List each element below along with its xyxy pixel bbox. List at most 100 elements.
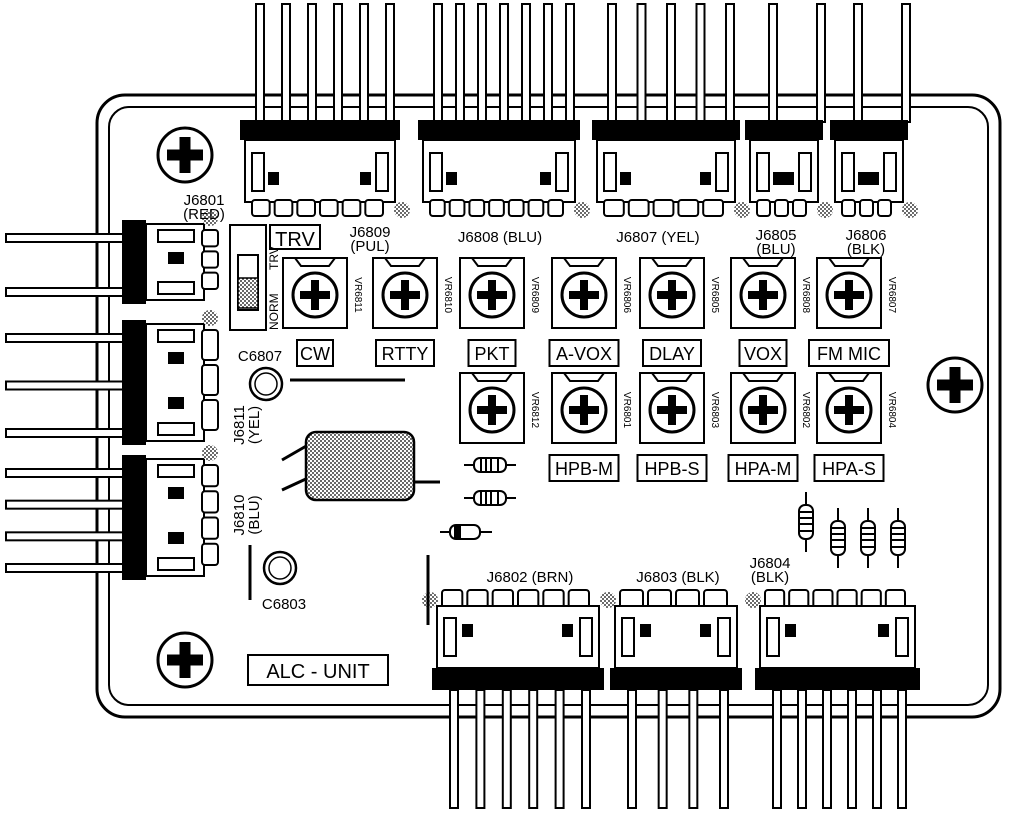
j6801-color: (RED) bbox=[183, 206, 225, 223]
j6810-color: (BLU) bbox=[246, 495, 263, 534]
pot-label-box bbox=[296, 339, 334, 367]
j6804-label: J6804 bbox=[750, 555, 791, 572]
pin bbox=[822, 689, 832, 809]
pin bbox=[872, 689, 882, 809]
pin bbox=[5, 563, 125, 573]
pot-function-label: HPA-M bbox=[735, 459, 792, 479]
connector-bottom-1 bbox=[600, 589, 742, 809]
j6811-color: (YEL) bbox=[246, 406, 263, 444]
trimmer-pot-icon[interactable] bbox=[550, 371, 618, 445]
pin bbox=[897, 689, 907, 809]
pot-ref-label: VR6801 bbox=[621, 392, 632, 429]
connector-left-1 bbox=[5, 310, 219, 445]
pin bbox=[768, 3, 778, 123]
trimmer-pot-icon[interactable] bbox=[281, 256, 349, 330]
j6810-label: J6810 bbox=[231, 495, 248, 536]
pin bbox=[333, 3, 343, 123]
relay-component bbox=[281, 430, 440, 502]
j6804-color: (BLK) bbox=[751, 569, 789, 586]
pot-ref-label: VR6811 bbox=[352, 277, 363, 313]
connector-left-2 bbox=[5, 445, 219, 580]
trimmer-pot-icon[interactable] bbox=[458, 371, 526, 445]
j6806-color: (BLK) bbox=[847, 241, 885, 258]
pin bbox=[281, 3, 291, 123]
pin bbox=[725, 3, 735, 123]
j6805-color: (BLU) bbox=[756, 241, 795, 258]
pin bbox=[521, 3, 531, 123]
trimmer-pot-icon[interactable] bbox=[638, 371, 706, 445]
pot-function-label: HPB-M bbox=[555, 459, 613, 479]
pot-ref-label: VR6802 bbox=[800, 392, 811, 429]
mounting-screw-icon bbox=[926, 356, 984, 414]
pot-ref-label: VR6809 bbox=[529, 277, 540, 314]
pot-ref-label: VR6804 bbox=[886, 392, 897, 429]
pot-ref-label: VR6805 bbox=[709, 277, 720, 314]
trimmer-pot-icon[interactable] bbox=[638, 256, 706, 330]
trimmer-pot-icon[interactable] bbox=[729, 256, 797, 330]
pin bbox=[255, 3, 265, 123]
trimmer-pot-icon[interactable] bbox=[815, 371, 883, 445]
pin bbox=[719, 689, 729, 809]
pot-ref-label: VR6806 bbox=[621, 277, 632, 314]
bottom-connectors bbox=[422, 589, 920, 809]
pin bbox=[5, 468, 125, 478]
board-title-box bbox=[247, 654, 389, 686]
pin bbox=[554, 689, 565, 809]
trimmer-pot-icon[interactable] bbox=[458, 256, 526, 330]
pin bbox=[688, 689, 699, 809]
connector-bottom-0 bbox=[422, 589, 604, 809]
pot-function-label: FM MIC bbox=[817, 344, 881, 364]
pin bbox=[455, 3, 465, 123]
connector-top-4 bbox=[830, 3, 918, 218]
norm-trv-switch[interactable] bbox=[229, 224, 267, 331]
trimmer-pot-icon[interactable] bbox=[550, 256, 618, 330]
switch-trv-label: TRV bbox=[267, 246, 281, 270]
pin bbox=[477, 3, 487, 123]
j6802-label: J6802 (BRN) bbox=[487, 569, 574, 586]
pin bbox=[528, 689, 539, 809]
pin bbox=[475, 689, 486, 809]
pot-label-box bbox=[548, 339, 620, 367]
pot-ref-label: VR6810 bbox=[442, 277, 453, 314]
j6806-label: J6806 bbox=[846, 227, 887, 244]
pot-label-box bbox=[813, 454, 885, 482]
j6801-label: J6801 bbox=[184, 192, 225, 209]
trimmer-pot-icon[interactable] bbox=[729, 371, 797, 445]
j6811-label: J6811 bbox=[231, 405, 248, 445]
pin bbox=[501, 689, 512, 809]
pot-label-box bbox=[642, 339, 702, 367]
connector-bottom-2 bbox=[745, 589, 920, 809]
j6803-label: J6803 (BLK) bbox=[636, 569, 719, 586]
pin bbox=[695, 3, 706, 123]
pot-ref-label: VR6803 bbox=[709, 392, 720, 429]
j6809-color: (PUL) bbox=[350, 238, 389, 255]
trimmer-pot-icon[interactable] bbox=[815, 256, 883, 330]
mounting-screw-icon bbox=[156, 631, 214, 689]
pin bbox=[543, 3, 553, 123]
pot-label-box bbox=[375, 339, 435, 367]
pot-label-box bbox=[808, 339, 890, 367]
trimmer-pot-icon[interactable] bbox=[371, 256, 439, 330]
trimmer-pot-row2-0[interactable]: VR6812 bbox=[458, 371, 540, 445]
pin bbox=[5, 428, 125, 438]
connector-top-3 bbox=[745, 3, 833, 218]
connector-top-0 bbox=[240, 3, 410, 218]
pin bbox=[666, 3, 676, 123]
pot-function-label: DLAY bbox=[649, 344, 695, 364]
pin bbox=[797, 689, 807, 809]
pot-label-box bbox=[738, 339, 788, 367]
mounting-screw-icon bbox=[156, 126, 214, 184]
